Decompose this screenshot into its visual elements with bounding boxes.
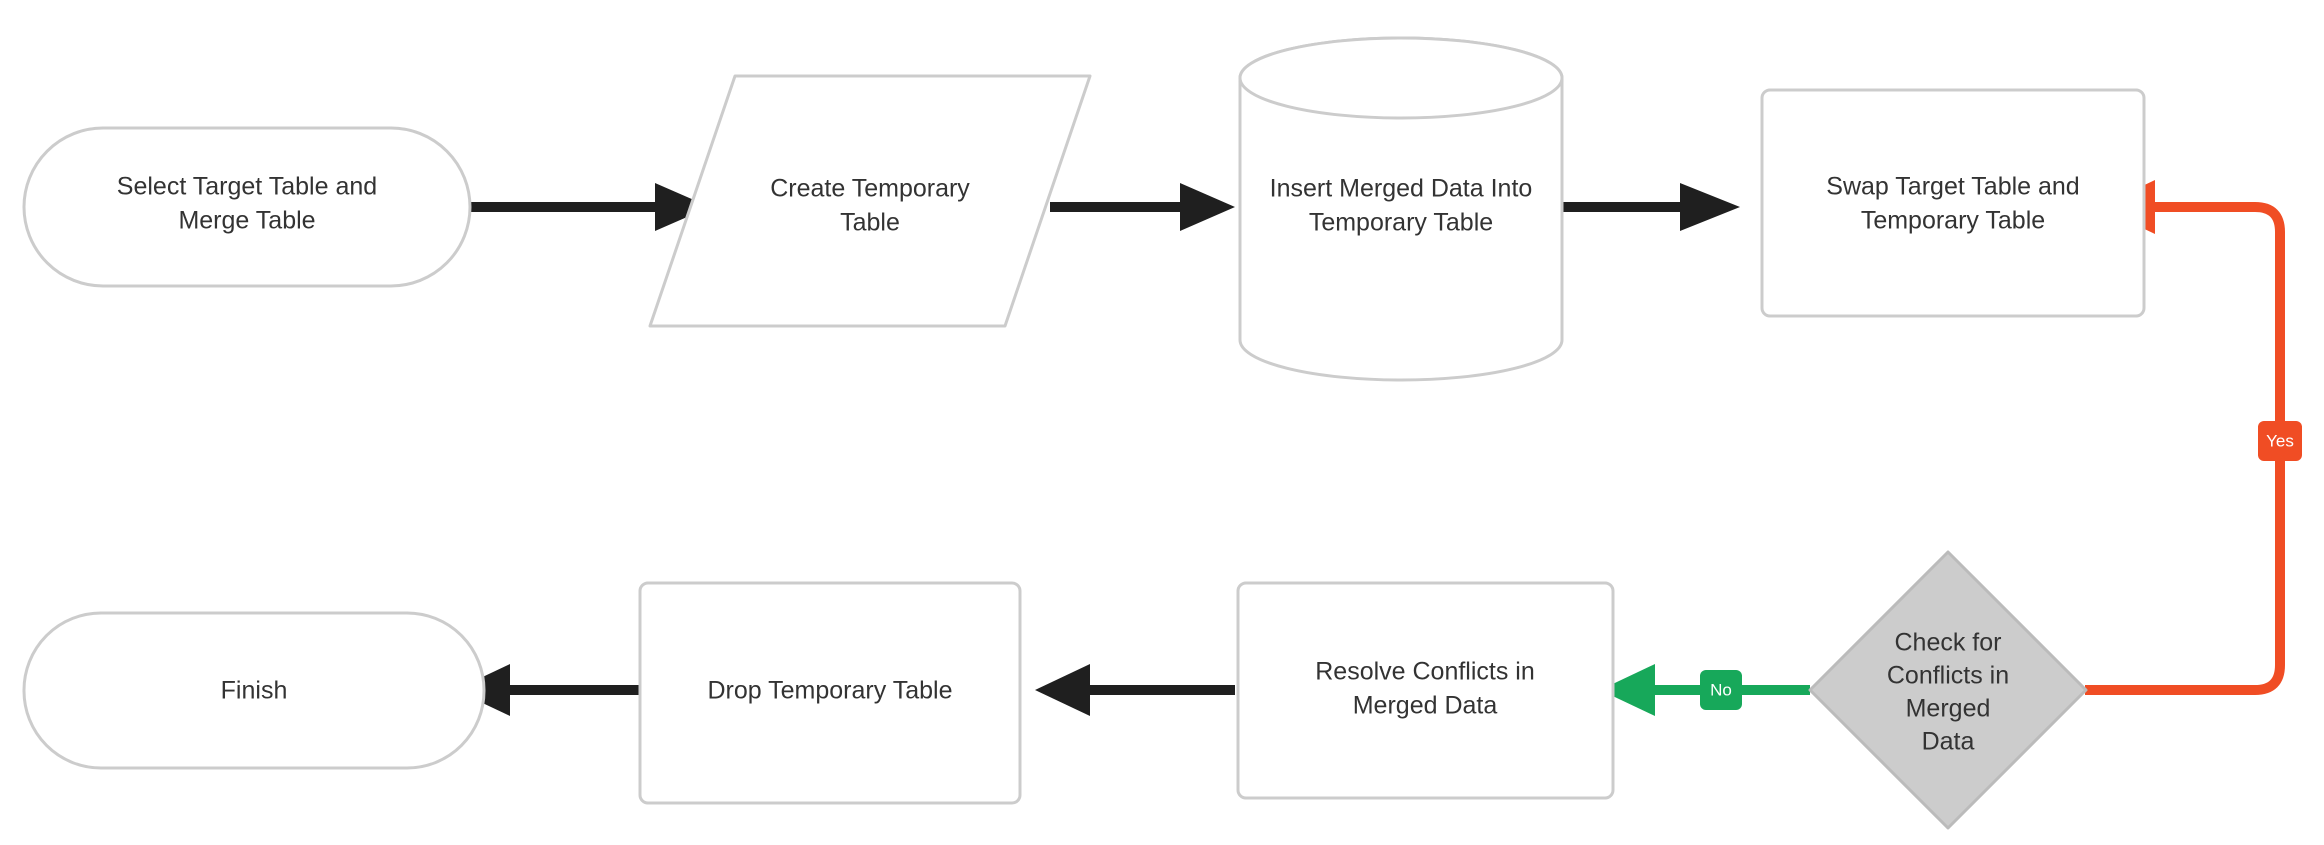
edge-create-to-insert — [1050, 183, 1235, 231]
edge-label-no: No — [1700, 670, 1742, 710]
edge-label-yes-badge — [2258, 421, 2302, 461]
node-resolve-conflicts-line1: Resolve Conflicts in — [1315, 658, 1535, 686]
edge-resolve-to-drop — [1035, 664, 1235, 716]
node-insert-merged-data-top — [1238, 36, 1564, 120]
node-drop-temporary-table[interactable]: Drop Temporary Table — [638, 581, 1022, 805]
node-finish[interactable]: Finish — [22, 611, 486, 770]
node-drop-temporary-table-shape — [638, 581, 1022, 805]
node-finish-shape — [22, 611, 486, 770]
node-swap-target-table-line1: Swap Target Table and — [1826, 173, 2079, 201]
node-swap-target-table[interactable]: Swap Target Table and Temporary Table — [1760, 88, 2146, 318]
node-check-conflicts-line4: Data — [1922, 728, 1975, 756]
node-swap-target-table-line2: Temporary Table — [1861, 207, 2045, 235]
node-select-target-table-line1: Select Target Table and — [117, 173, 377, 201]
node-check-conflicts-line2: Conflicts in — [1887, 662, 2009, 690]
node-swap-target-table-shape — [1760, 88, 2146, 318]
node-create-temporary-table-shape — [648, 74, 1092, 328]
edge-label-no-badge — [1700, 670, 1742, 710]
node-select-target-table-shape — [22, 126, 472, 288]
node-resolve-conflicts[interactable]: Resolve Conflicts in Merged Data — [1236, 581, 1615, 800]
edge-select-to-create — [470, 183, 710, 231]
edge-label-yes-text: Yes — [2266, 431, 2294, 450]
node-select-target-table-line2: Merge Table — [178, 207, 315, 235]
node-insert-merged-data-line2: Temporary Table — [1309, 209, 1493, 237]
node-resolve-conflicts-shape — [1236, 581, 1615, 800]
edge-label-no-text: No — [1710, 680, 1732, 699]
node-create-temporary-table[interactable]: Create Temporary Table — [648, 74, 1092, 328]
edge-insert-to-swap — [1560, 183, 1740, 231]
node-insert-merged-data[interactable]: Insert Merged Data Into Temporary Table — [1238, 36, 1564, 382]
node-insert-merged-data-line1: Insert Merged Data Into — [1270, 175, 1533, 203]
node-finish-line1: Finish — [221, 677, 288, 705]
node-select-target-table[interactable]: Select Target Table and Merge Table — [22, 126, 472, 288]
node-check-conflicts[interactable]: Check for Conflicts in Merged Data — [1808, 550, 2088, 830]
edge-label-yes: Yes — [2258, 421, 2302, 461]
node-create-temporary-table-line1: Create Temporary — [770, 175, 970, 203]
node-drop-temporary-table-line1: Drop Temporary Table — [707, 677, 952, 705]
node-check-conflicts-line3: Merged — [1906, 695, 1991, 723]
node-create-temporary-table-line2: Table — [840, 209, 900, 237]
node-check-conflicts-shape — [1808, 550, 2088, 830]
node-resolve-conflicts-line2: Merged Data — [1353, 692, 1498, 720]
node-check-conflicts-line1: Check for — [1895, 629, 2002, 657]
